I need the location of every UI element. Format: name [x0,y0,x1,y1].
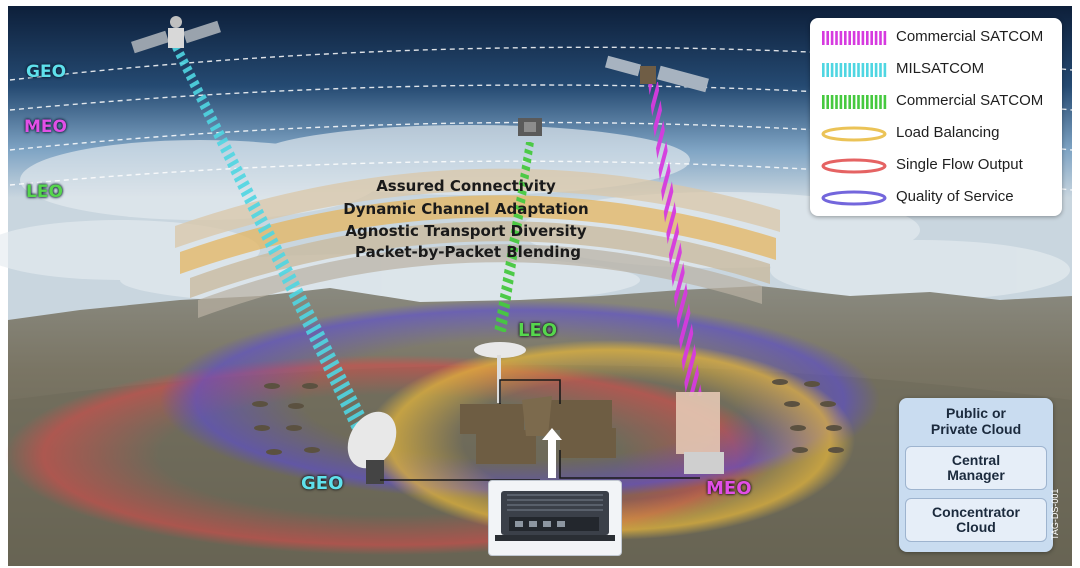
legend-swatch-commercial-satcom-magenta [822,31,887,45]
legend-item: Commercial SATCOM [820,26,1060,50]
document-tag: TAG-DS-001 [1050,488,1060,540]
upload-arrow [542,428,562,478]
orbit-label-leo: LEO [26,182,63,202]
meo-satellite [605,55,709,93]
capability-arc-band [175,168,780,318]
meo-terminal [676,392,724,474]
commercial-satcom-green-beam [494,142,534,332]
arc-text-line: Dynamic Channel Adaptation [343,200,588,218]
command-post-tents [460,396,616,464]
legend-swatch-single-flow-output [821,158,887,174]
edge-device-icon [495,491,615,541]
edge-device-panel [488,480,622,556]
commercial-satcom-magenta-beam [648,82,702,396]
arc-text-line: Agnostic Transport Diversity [345,222,586,240]
concentrator-cloud-box[interactable]: Concentrator Cloud [905,498,1047,542]
legend-item: Load Balancing [820,122,1060,146]
milsatcom-beam [172,48,374,438]
legend-label: Quality of Service [896,188,1014,205]
legend-item: MILSATCOM [820,58,1060,82]
legend-item: Quality of Service [820,186,1060,210]
legend-swatch-commercial-satcom-green [822,95,887,109]
legend-label: Commercial SATCOM [896,28,1044,45]
legend-item: Commercial SATCOM [820,90,1060,114]
leo-dish-antenna [474,342,526,403]
legend-swatch-milsatcom [822,63,887,77]
legend-label: Commercial SATCOM [896,92,1044,109]
vehicles [252,379,844,455]
legend-label: MILSATCOM [896,60,985,77]
arc-text-line: Packet-by-Packet Blending [355,243,581,261]
legend-item: Single Flow Output [820,154,1060,178]
geo-dish-antenna [347,411,397,484]
central-manager-box[interactable]: Central Manager [905,446,1047,490]
site-label-leo: LEO [518,320,558,341]
leo-satellite [518,118,542,136]
legend-label: Single Flow Output [896,156,1023,173]
orbit-label-meo: MEO [24,117,67,137]
cloud-panel: Public or Private Cloud Central Manager … [899,398,1053,552]
geo-satellite [131,16,221,54]
legend-label: Load Balancing [896,124,1000,141]
cloud-panel-title: Public or Private Cloud [930,405,1022,437]
legend-swatch-quality-of-service [821,190,887,206]
arc-text-line: Assured Connectivity [376,177,556,195]
legend-swatch-load-balancing [821,126,887,142]
site-label-geo: GEO [301,473,344,494]
site-label-meo: MEO [706,478,752,499]
legend: Commercial SATCOM MILSATCOM Commercial S… [810,18,1062,216]
orbit-label-geo: GEO [26,62,67,82]
